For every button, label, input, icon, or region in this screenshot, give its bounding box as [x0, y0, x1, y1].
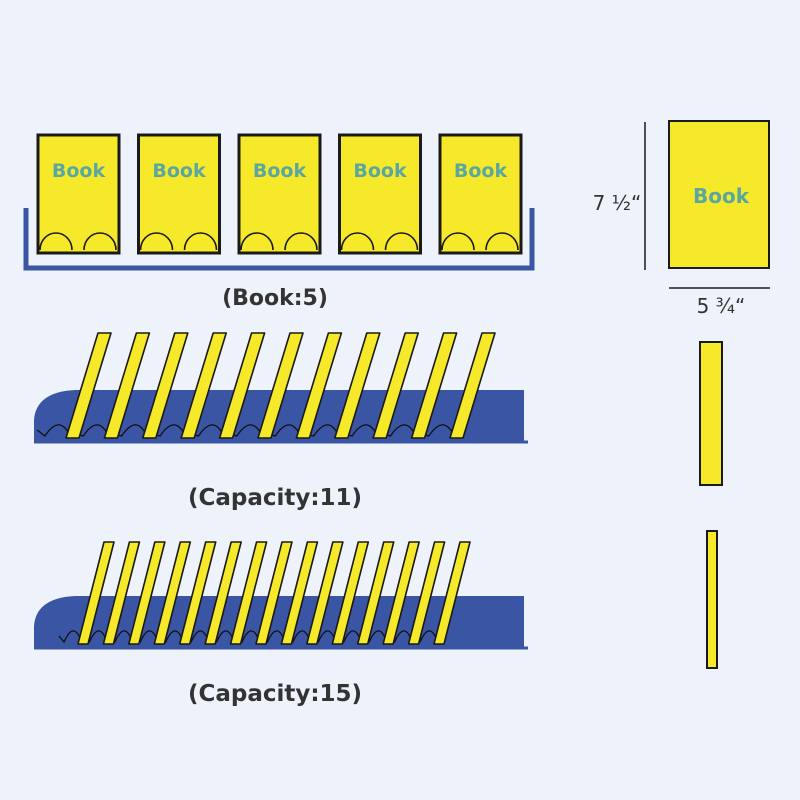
slanted-book-cap15-9	[280, 541, 319, 645]
slanted-book-cap11-5	[218, 332, 266, 439]
book-holder-ring	[340, 232, 375, 251]
slanted-book-cap15-5	[178, 541, 217, 645]
thin-book-spine	[706, 530, 718, 669]
slanted-book-cap11-1	[65, 332, 112, 439]
height-dimension-label: 7 ½“	[593, 191, 642, 215]
front-book-label: Book	[253, 160, 307, 182]
slanted-book-cap11-11	[449, 332, 496, 439]
capacity-11-books-group	[65, 332, 496, 439]
slanted-book-cap11-7	[295, 332, 343, 439]
slanted-book-cap11-6	[257, 332, 304, 439]
book-holder-ring	[83, 232, 117, 251]
slanted-book-cap15-12	[356, 541, 395, 645]
dimension-book-cover	[668, 120, 770, 269]
slanted-book-cap15-6	[204, 541, 242, 645]
book-holder-ring	[384, 232, 419, 251]
book-holder-ring	[139, 232, 174, 251]
capacity-15-caption: (Capacity:15)	[188, 681, 362, 707]
capacity-15-rack: (Capacity:15)	[34, 541, 528, 707]
capacity-11-spring	[36, 424, 453, 437]
front-rack-tray	[23, 208, 535, 271]
book-dimension-diagram: 7 ½“ Book 5 ¾“	[593, 120, 770, 318]
slanted-book-cap11-9	[372, 332, 420, 439]
slanted-book-cap11-8	[333, 332, 381, 439]
slanted-book-cap15-13	[382, 541, 420, 645]
front-book-label: Book	[52, 160, 106, 182]
width-dimension-label: 5 ¾“	[697, 294, 746, 318]
front-book-label: Book	[152, 160, 206, 182]
slanted-book-cap11-2	[103, 332, 151, 439]
dimension-book-label: Book	[693, 184, 750, 208]
front-rack-caption: (Book:5)	[222, 286, 328, 311]
capacity-11-rack: (Capacity:11)	[34, 332, 528, 511]
slanted-book-cap15-2	[102, 541, 141, 645]
slanted-book-cap11-3	[142, 332, 189, 439]
front-display-rack: Book Book Book Book Book (Book:5)	[23, 133, 535, 311]
slanted-book-cap15-4	[153, 541, 192, 645]
slanted-book-cap15-10	[306, 541, 344, 645]
slanted-book-cap11-4	[180, 332, 227, 439]
front-books-group: Book Book Book Book Book	[36, 133, 523, 255]
slanted-book-cap15-8	[255, 541, 293, 645]
slanted-book-cap15-1	[77, 541, 115, 645]
book-holder-ring	[485, 232, 519, 251]
slanted-book-cap11-10	[410, 332, 458, 439]
thick-book-spine	[699, 341, 723, 486]
capacity-15-books-group	[77, 541, 471, 645]
book-holder-ring	[39, 232, 73, 251]
capacity-15-spring	[58, 630, 437, 644]
book-holder-ring	[441, 232, 475, 251]
front-book-label: Book	[353, 160, 407, 182]
spring-coil	[58, 630, 437, 644]
book-holder-ring	[284, 232, 318, 251]
slanted-book-cap15-14	[407, 541, 446, 645]
slanted-book-cap15-15	[433, 541, 471, 645]
capacity-11-caption: (Capacity:11)	[188, 485, 362, 511]
book-holder-ring	[183, 232, 218, 251]
spring-coil	[36, 424, 453, 437]
slanted-book-cap15-7	[229, 541, 268, 645]
front-book-label: Book	[454, 160, 508, 182]
slanted-book-cap15-3	[128, 541, 166, 645]
slanted-book-cap15-11	[331, 541, 370, 645]
book-holder-ring	[240, 232, 274, 251]
